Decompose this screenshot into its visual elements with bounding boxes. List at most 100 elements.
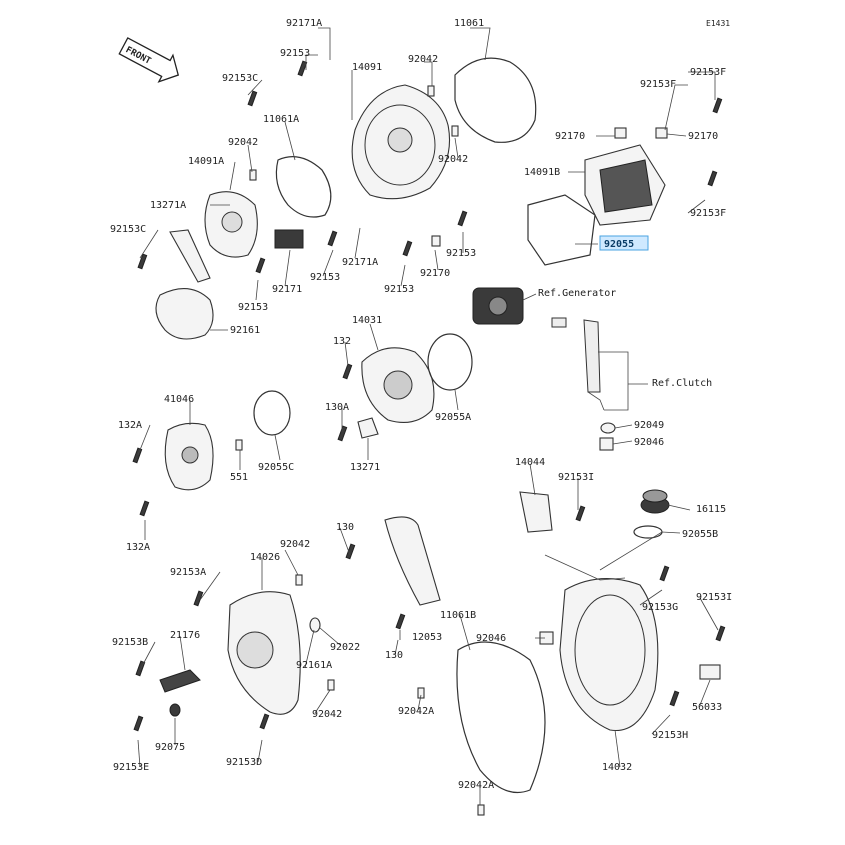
dowel-icon bbox=[477, 804, 485, 816]
label-92153: 92153 bbox=[310, 272, 340, 283]
label-92055C: 92055C bbox=[258, 462, 294, 473]
label-14031: 14031 bbox=[352, 315, 382, 326]
clamp-92171 bbox=[274, 229, 304, 249]
label-41046: 41046 bbox=[164, 394, 194, 405]
collar-icon bbox=[309, 617, 321, 633]
label-92042: 92042 bbox=[438, 154, 468, 165]
label-92042: 92042 bbox=[280, 539, 310, 550]
label-92153C: 92153C bbox=[110, 224, 146, 235]
cover-92161 bbox=[155, 288, 214, 340]
bolts bbox=[132, 60, 726, 816]
label-92046: 92046 bbox=[476, 633, 506, 644]
bolt-icon bbox=[255, 257, 266, 274]
bolt-icon bbox=[707, 170, 718, 187]
bolt-icon bbox=[395, 613, 406, 630]
label-14091B: 14091B bbox=[524, 167, 560, 178]
cap-16115 bbox=[640, 489, 670, 514]
cover-14026 bbox=[227, 591, 301, 715]
label-92171A: 92171A bbox=[342, 257, 378, 268]
dowel-icon bbox=[417, 687, 425, 699]
dowel-icon bbox=[451, 125, 459, 137]
bolt-icon bbox=[402, 240, 413, 257]
label-92153A: 92153A bbox=[170, 567, 206, 578]
label-92170: 92170 bbox=[420, 268, 450, 279]
label-92161: 92161 bbox=[230, 325, 260, 336]
bolt-icon bbox=[337, 425, 348, 442]
label-132A: 132A bbox=[126, 542, 150, 553]
label-ref-generator: Ref.Generator bbox=[538, 288, 616, 299]
gasket-92055C bbox=[253, 390, 291, 436]
label-11061: 11061 bbox=[454, 18, 484, 29]
gasket-11061B bbox=[456, 641, 546, 794]
bolt-icon bbox=[575, 505, 586, 522]
gasket-92055 bbox=[527, 194, 596, 266]
label-14032: 14032 bbox=[602, 762, 632, 773]
labels: 92171A 11061 92153 14091 92042 92153C 92… bbox=[110, 18, 732, 791]
washer-icon bbox=[169, 703, 181, 717]
label-92042A: 92042A bbox=[458, 780, 494, 791]
label-56033: 56033 bbox=[692, 702, 722, 713]
dowel-icon bbox=[235, 439, 243, 451]
label-21176: 21176 bbox=[170, 630, 200, 641]
label-92042: 92042 bbox=[312, 709, 342, 720]
label-92153F: 92153F bbox=[690, 208, 726, 219]
label-92170: 92170 bbox=[555, 131, 585, 142]
front-arrow-icon: FRONT bbox=[118, 37, 180, 83]
label-92046: 92046 bbox=[634, 437, 664, 448]
label-130A: 130A bbox=[325, 402, 349, 413]
bolt-icon bbox=[139, 500, 150, 517]
dowel-icon bbox=[327, 679, 335, 691]
label-132A: 132A bbox=[118, 420, 142, 431]
label-13271: 13271 bbox=[350, 462, 380, 473]
plate-56033 bbox=[699, 664, 721, 680]
plate-13271A bbox=[169, 229, 211, 283]
bolt-icon bbox=[715, 625, 726, 642]
o-ring-92055B bbox=[633, 525, 663, 539]
label-92171A: 92171A bbox=[286, 18, 322, 29]
damper-icon bbox=[655, 127, 668, 139]
bolt-icon bbox=[137, 253, 148, 270]
bolt-icon bbox=[327, 230, 338, 247]
label-92171: 92171 bbox=[272, 284, 302, 295]
bolt-icon bbox=[259, 713, 270, 730]
label-92153H: 92153H bbox=[652, 730, 688, 741]
label-92042: 92042 bbox=[228, 137, 258, 148]
label-92153F: 92153F bbox=[690, 67, 726, 78]
label-92153C: 92153C bbox=[222, 73, 258, 84]
damper-icon bbox=[431, 235, 441, 247]
bolt-icon bbox=[247, 90, 258, 107]
sensor-21176 bbox=[159, 669, 201, 693]
label-92153I: 92153I bbox=[558, 472, 594, 483]
label-14091A: 14091A bbox=[188, 156, 224, 167]
label-92055B: 92055B bbox=[682, 529, 718, 540]
label-551: 551 bbox=[230, 472, 248, 483]
label-92153E: 92153E bbox=[113, 762, 149, 773]
o-ring-92055A bbox=[427, 333, 473, 391]
bolt-icon bbox=[712, 97, 723, 114]
label-92153: 92153 bbox=[446, 248, 476, 259]
dowel-icon bbox=[427, 85, 435, 97]
generator-stator bbox=[472, 287, 524, 325]
label-92055-highlighted: 92055 bbox=[604, 239, 634, 250]
gasket-11061A bbox=[275, 156, 332, 218]
clutch-rod bbox=[551, 317, 605, 411]
bolt-icon bbox=[345, 543, 356, 560]
damper-icon bbox=[614, 127, 627, 139]
washer-icon bbox=[600, 422, 616, 434]
leader-lines bbox=[137, 27, 719, 805]
bolt-icon bbox=[669, 690, 680, 707]
label-14091: 14091 bbox=[352, 62, 382, 73]
part-41046 bbox=[164, 422, 214, 491]
label-92153D: 92153D bbox=[226, 757, 262, 768]
label-92075: 92075 bbox=[155, 742, 185, 753]
dowel-icon bbox=[295, 574, 303, 586]
bolt-icon bbox=[133, 715, 144, 732]
label-92153I: 92153I bbox=[696, 592, 732, 603]
highlight-box bbox=[599, 235, 649, 251]
plate-12053 bbox=[384, 516, 441, 606]
label-92153F: 92153F bbox=[640, 79, 676, 90]
label-92153G: 92153G bbox=[642, 602, 678, 613]
clutch-cover-14032 bbox=[559, 578, 659, 732]
bracket-13271 bbox=[357, 417, 379, 439]
